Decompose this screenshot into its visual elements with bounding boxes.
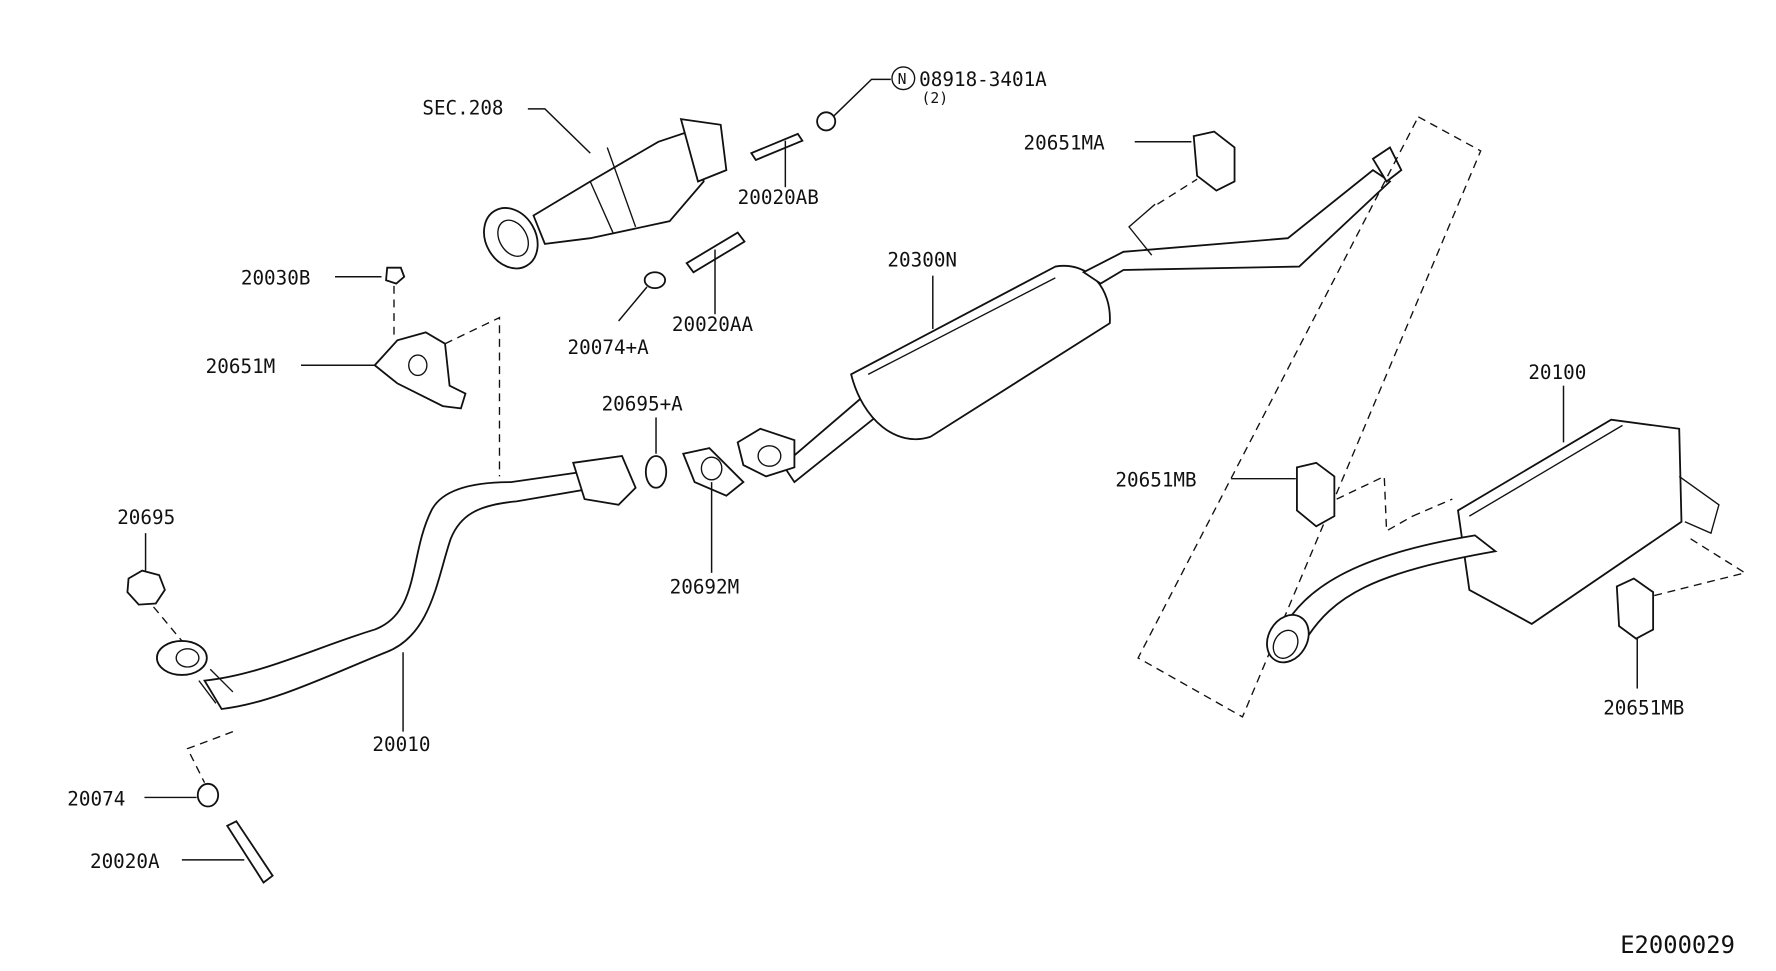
- bracket-20651m: [373, 331, 467, 410]
- label-20100: 20100: [1528, 361, 1586, 384]
- plug-20074: [196, 782, 220, 808]
- label-20020A: 20020A: [90, 850, 160, 873]
- hanger-20651mb-bottom: [1615, 577, 1655, 640]
- nut-icon: [816, 111, 837, 132]
- rear-muffler-20100: [1266, 418, 1720, 664]
- center-muffler-20300n: [736, 146, 1403, 484]
- label-20695: 20695: [117, 506, 175, 529]
- label-sec-208: SEC.208: [422, 97, 503, 120]
- label-20010: 20010: [372, 733, 430, 756]
- plug-20074a: [643, 271, 667, 290]
- catalytic-converter: [483, 118, 728, 270]
- label-20651m: 20651M: [206, 355, 276, 378]
- ring-20695a: [644, 455, 668, 489]
- label-20651ma: 20651MA: [1024, 132, 1106, 155]
- label-20020ab: 20020AB: [738, 186, 819, 209]
- label-n-symbol: N: [898, 71, 907, 88]
- label-20020aa: 20020AA: [672, 313, 754, 336]
- label-20300n: 20300N: [887, 249, 957, 272]
- label-20651mb-bottom: 20651MB: [1603, 697, 1684, 720]
- label-08918-3401a: 08918-3401A: [919, 68, 1047, 91]
- sensor-20020a: [225, 820, 274, 884]
- label-20074: 20074: [67, 787, 125, 810]
- label-20692m: 20692M: [670, 575, 740, 598]
- n-symbol-circle: [891, 66, 916, 91]
- detail-region-outline: [1137, 116, 1482, 718]
- hanger-20651mb-top: [1296, 461, 1336, 528]
- label-20074a: 20074+A: [568, 336, 650, 359]
- gasket-20692m: [682, 447, 745, 497]
- diagram-code: E2000029: [1620, 931, 1735, 959]
- front-pipe-20010: [156, 455, 637, 710]
- nut-20030b: [385, 266, 406, 285]
- gasket-20695: [126, 569, 166, 606]
- stud-20020ab: [749, 132, 804, 162]
- label-quantity: (2): [921, 90, 948, 107]
- label-20030b: 20030B: [241, 267, 311, 290]
- label-20695a: 20695+A: [602, 393, 684, 416]
- label-20651mb-top: 20651MB: [1115, 469, 1196, 492]
- hanger-20651ma: [1192, 130, 1236, 192]
